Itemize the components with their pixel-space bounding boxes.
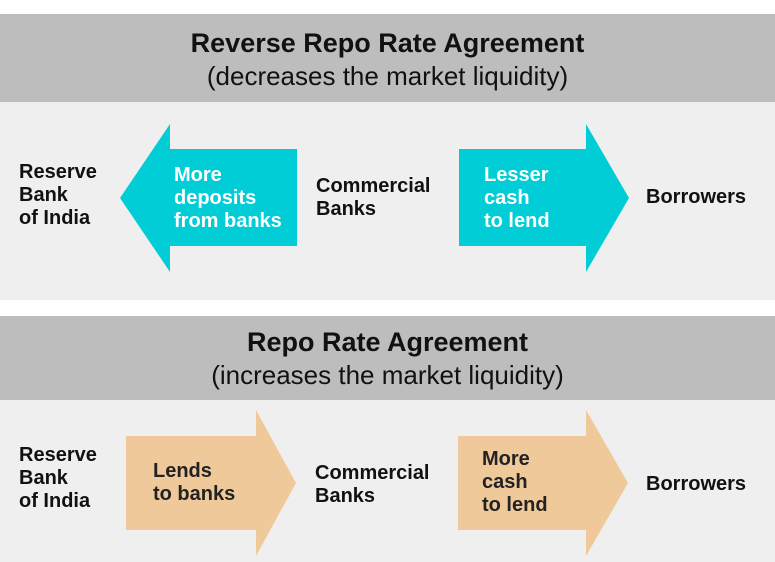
reverse-arrow-left-shape bbox=[120, 124, 297, 272]
repo-arrow-right-shape bbox=[458, 410, 628, 556]
reverse-arrow1-label: More deposits from banks bbox=[174, 164, 282, 232]
repo-arrow2-label: More cash to lend bbox=[482, 448, 548, 516]
repo-title: Repo Rate Agreement bbox=[246, 327, 529, 357]
repo-arrow-right bbox=[458, 410, 628, 556]
reverse-arrow-left bbox=[120, 124, 297, 272]
repo-middle-entity: Commercial Banks bbox=[315, 462, 430, 507]
reverse-right-entity: Borrowers bbox=[646, 186, 747, 208]
repo-arrow-left-shape bbox=[126, 410, 296, 556]
repo-left-entity: Reserve Bank of India bbox=[19, 444, 97, 512]
reverse-repo-subtitle: (decreases the market liquidity) bbox=[206, 61, 569, 91]
reverse-repo-panel: Reserve Bank of India More deposits from… bbox=[0, 102, 775, 300]
reverse-arrow-right bbox=[459, 124, 629, 272]
reverse-arrow2-label: Lesser cash to lend bbox=[484, 164, 550, 232]
reverse-arrow-right-shape bbox=[459, 124, 629, 272]
repo-arrow-left bbox=[126, 410, 296, 556]
reverse-repo-header: Reverse Repo Rate Agreement (decreases t… bbox=[0, 14, 775, 102]
repo-subtitle: (increases the market liquidity) bbox=[211, 360, 564, 390]
reverse-middle-entity: Commercial Banks bbox=[316, 175, 431, 220]
repo-right-entity: Borrowers bbox=[646, 473, 747, 495]
reverse-repo-title: Reverse Repo Rate Agreement bbox=[190, 28, 585, 58]
repo-header: Repo Rate Agreement (increases the marke… bbox=[0, 316, 775, 400]
repo-arrow1-label: Lends to banks bbox=[153, 460, 236, 505]
repo-panel: Reserve Bank of India Lends to banks Com… bbox=[0, 400, 775, 562]
reverse-left-entity: Reserve Bank of India bbox=[19, 161, 97, 229]
